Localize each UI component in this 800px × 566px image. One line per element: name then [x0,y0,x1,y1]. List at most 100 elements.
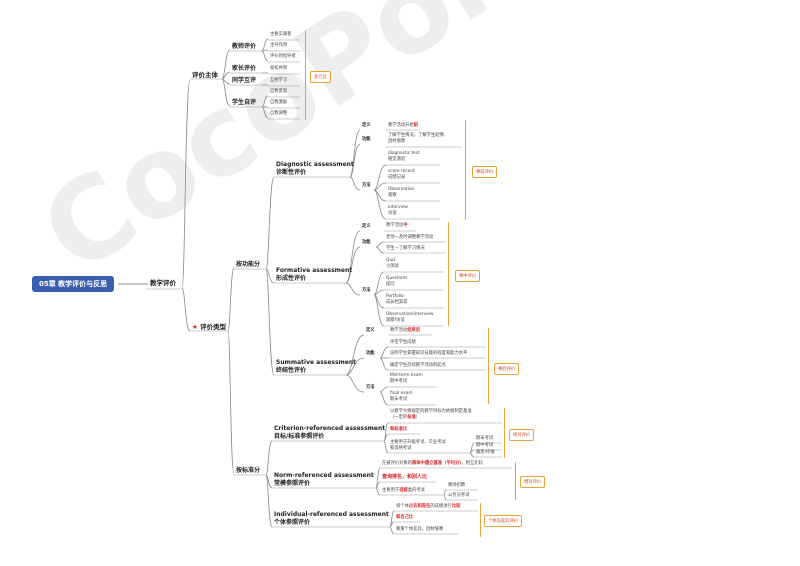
label-absolute-evaluation: 绝对评价 [509,429,535,441]
form-method-label: 方法 [362,288,371,293]
ind-desc-em2: 比较 [451,504,461,509]
ind-desc-b: 的成绩进行 [430,504,452,509]
diag-m1-en: diagnostic test [388,151,420,156]
bracket-formative [448,222,449,326]
ind-desc-em: 过去和现在 [408,504,431,509]
node-parent-evaluation[interactable]: 家长评价 [232,65,257,72]
sum-func-2: 证明学生掌握知识技能的程度和能力水平 [390,351,468,356]
leaf-home-school: 家校共育 [270,66,288,71]
connector-crit-e3 [469,452,475,458]
connector-form-f1 [375,241,385,248]
connector-ind-extra [389,526,395,535]
leaf-self-reflection: 自我反思 [270,89,288,94]
leaf-main-implementer: 主要实施者 [270,32,292,37]
root-node[interactable]: 05章 教学评价与反思 [32,276,115,293]
ind-desc-a: 将个体 [396,504,409,509]
sum-func-3: 确定学生后续教学活动的起点 [390,363,446,368]
crit-ex-1: 期末考试 [476,436,494,441]
label-post-evaluation: 事后评价 [494,363,520,375]
connector-norm-main [375,487,381,496]
center-node-teaching-evaluation[interactable]: 教学评价 [150,279,176,287]
connector-form-m1 [373,289,385,296]
connector-form-m3 [373,294,385,327]
connector-teacher-t1 [261,38,269,52]
node-formative-cn[interactable]: 形成性评价 [276,275,307,282]
connector-sum-m1 [379,386,389,393]
diag-m2-en: score record [388,169,415,174]
branch-evaluation-subject[interactable]: 评价主体 [192,71,218,79]
node-criterion-cn[interactable]: 目标/标准参照评价 [274,433,325,440]
diag-m4-cn: 访谈 [388,211,397,216]
connector-standard-individual [265,474,273,528]
connector-sum-def [345,334,365,376]
sum-def-em: 结束后 [407,328,421,333]
node-criterion-en[interactable]: Criterion-referenced assessment [274,425,386,432]
connector-self-s3 [261,106,269,119]
node-summative-en[interactable]: Summative assessment [276,359,357,366]
connector-form-f2 [375,246,385,254]
leaf-leading-role: 主导作用 [270,43,288,48]
connector-sum-method [345,374,365,393]
connector-crit-main [383,440,389,454]
node-individual-cn[interactable]: 个体参照评价 [274,519,311,526]
crit-desc-2: （一定的标准） [390,415,420,421]
sum-m2-cn: 期末考试 [390,397,408,402]
diag-m3-en: Observation [388,187,415,192]
connector-teacher-t3 [261,50,269,62]
bracket-criterion [504,408,505,458]
node-self-evaluation[interactable]: 学生自评 [232,99,257,106]
label-intra-individual: 个体内差异评价 [484,515,523,527]
connector-standard-criterion [265,440,273,476]
node-peer-evaluation[interactable]: 同学互评 [232,77,257,84]
sum-method-label: 方法 [366,385,375,390]
node-by-standard[interactable]: 按标准分 [236,467,261,474]
connector-subject-teacher [221,49,231,80]
connector-subject-self [221,78,231,107]
form-m4-en: Observation/interview [386,312,434,317]
ind-self-compare: 和自己比 [396,515,414,520]
connector-sum-f1 [379,346,389,359]
label-diversified: 多元化 [310,71,331,83]
node-by-function[interactable]: 按功能分 [236,261,261,268]
norm-ex-1: 教师招聘 [448,483,466,488]
diag-def-em: 前 [413,123,419,128]
node-summative-cn[interactable]: 终结性评价 [276,367,307,374]
norm-rank-compare: 查询排名，和别人比 [382,474,428,480]
connector-norm-e1 [443,489,447,496]
node-individual-en[interactable]: Individual-referenced assessment [274,511,389,518]
node-norm-cn[interactable]: 常模参照评价 [274,480,311,487]
sum-m2-en: final exam [390,391,413,396]
diag-func-1: 了解学生情况，了解学生起情, [388,133,446,138]
evaluation-type-label: 评价类型 [200,323,227,331]
node-teacher-evaluation[interactable]: 教师评价 [232,43,257,50]
leaf-mutual-learning: 互相学习 [270,78,288,83]
node-formative-en[interactable]: Formative assessment [276,267,353,274]
connector-diag-func [349,143,361,178]
leaf-self-motivation: 自我激励 [270,100,288,105]
connector-norm-e2 [443,494,447,501]
node-diagnostic-cn[interactable]: 诊断性评价 [276,169,307,176]
label-relative-evaluation: 相对评价 [520,476,546,488]
norm-main-b: 类的考试 [407,488,425,493]
diag-func-label: 功能 [362,137,371,142]
node-diagnostic-en[interactable]: Diagnostic assessment [276,161,354,168]
form-def-em: 中 [403,223,408,228]
form-func-1: 老师—及时调整教学活动 [386,235,434,240]
form-m1-cn: 小测试 [386,264,399,269]
crit-compare-standard: 和标准比 [390,427,408,432]
connector-self-s1 [261,95,269,108]
node-norm-en[interactable]: Norm-referenced assessment [274,472,374,479]
branch-evaluation-type[interactable]: ★ 评价类型 [192,323,227,331]
form-m1-en: Quiz [386,258,396,263]
connector-types-function [227,267,235,332]
norm-desc: 在被评价对象的群体中建立基准（平均分），相互比较 [382,461,483,467]
label-mid-evaluation: 事中评价 [455,270,481,282]
form-m3-en: Portfolio [386,294,404,299]
form-m4-cn: 观察/访谈 [386,318,405,323]
crit-main: 主要用于升级考试，毕业考试 [390,440,446,445]
connector-sum-f3 [379,357,389,371]
norm-main-em: 选拔 [399,488,408,493]
connector-sum-m2 [379,391,389,406]
connector-diag-m0 [373,164,387,191]
diag-def-prefix: 教学活动开始 [388,123,414,128]
